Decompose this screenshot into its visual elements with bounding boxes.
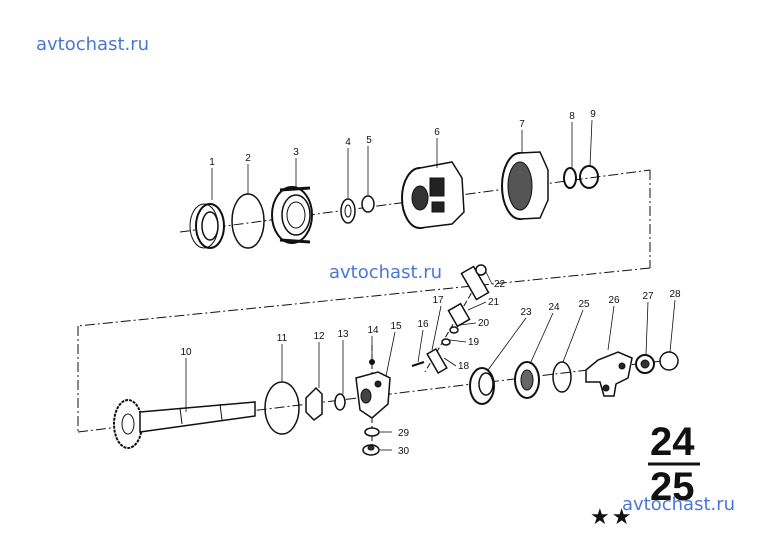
callout-30: 30 bbox=[398, 446, 410, 457]
callout-28: 28 bbox=[669, 289, 681, 300]
part-9-circlip bbox=[579, 165, 599, 189]
callout-22: 22 bbox=[494, 279, 506, 290]
callout-20: 20 bbox=[478, 318, 490, 329]
part-7-ring-gear bbox=[501, 151, 549, 220]
callout-11: 11 bbox=[277, 333, 288, 344]
callout-17: 17 bbox=[432, 295, 444, 306]
part-24-roller-bearing bbox=[514, 361, 540, 399]
part-17-22-selector bbox=[426, 264, 490, 375]
part-14-ball bbox=[369, 359, 375, 365]
watermark-bottom-right: avtochast.ru bbox=[622, 494, 736, 515]
rating-stars: ★★ bbox=[590, 505, 634, 530]
cross-connector-line bbox=[77, 267, 651, 327]
callout-23: 23 bbox=[520, 307, 532, 318]
watermark-middle: avtochast.ru bbox=[329, 262, 443, 283]
page-ref-bottom: 25 bbox=[650, 465, 695, 509]
callout-5: 5 bbox=[366, 135, 372, 146]
callout-1: 1 bbox=[209, 157, 215, 168]
callout-18: 18 bbox=[458, 361, 470, 372]
callout-6: 6 bbox=[434, 127, 440, 138]
callout-8: 8 bbox=[569, 111, 575, 122]
callout-3: 3 bbox=[293, 147, 299, 158]
callout-9: 9 bbox=[590, 109, 596, 120]
part-8-washer bbox=[563, 167, 577, 189]
part-3-bearing bbox=[271, 186, 313, 244]
callout-13: 13 bbox=[337, 329, 349, 340]
part-2-o-ring bbox=[231, 193, 265, 249]
callout-19: 19 bbox=[468, 337, 480, 348]
part-12-plate bbox=[305, 386, 323, 421]
callout-2: 2 bbox=[245, 153, 251, 164]
callout-16: 16 bbox=[417, 319, 429, 330]
callout-25: 25 bbox=[578, 299, 590, 310]
callout-10: 10 bbox=[180, 347, 192, 358]
callout-26: 26 bbox=[608, 295, 620, 306]
part-27-nut bbox=[635, 354, 655, 374]
leader-lines bbox=[185, 119, 676, 451]
part-29-washer bbox=[364, 427, 380, 437]
callout-29: 29 bbox=[398, 428, 410, 439]
page-ref-top: 24 bbox=[650, 420, 695, 464]
part-4-needle-bearing bbox=[340, 198, 356, 224]
callout-7: 7 bbox=[519, 119, 525, 130]
callout-4: 4 bbox=[345, 137, 351, 148]
part-6-carrier bbox=[401, 161, 465, 229]
part-5-washer bbox=[361, 195, 375, 213]
callout-15: 15 bbox=[390, 321, 402, 332]
part-13-washer bbox=[334, 393, 346, 411]
part-30-nut bbox=[362, 444, 380, 456]
callout-27: 27 bbox=[642, 291, 654, 302]
part-25-o-ring bbox=[552, 361, 572, 393]
part-11-o-ring bbox=[264, 381, 300, 435]
callout-14: 14 bbox=[367, 325, 379, 336]
part-23-bearing bbox=[469, 367, 495, 405]
watermark-top-left: avtochast.ru bbox=[36, 34, 150, 55]
callout-21: 21 bbox=[488, 297, 500, 308]
part-15-housing bbox=[355, 371, 391, 419]
part-28-washer bbox=[659, 351, 679, 371]
callout-12: 12 bbox=[313, 331, 325, 342]
part-16-pin bbox=[411, 361, 425, 367]
callout-24: 24 bbox=[548, 302, 560, 313]
part-26-flange bbox=[585, 351, 633, 397]
part-1-seal bbox=[189, 203, 225, 249]
part-10-shaft bbox=[113, 399, 256, 449]
